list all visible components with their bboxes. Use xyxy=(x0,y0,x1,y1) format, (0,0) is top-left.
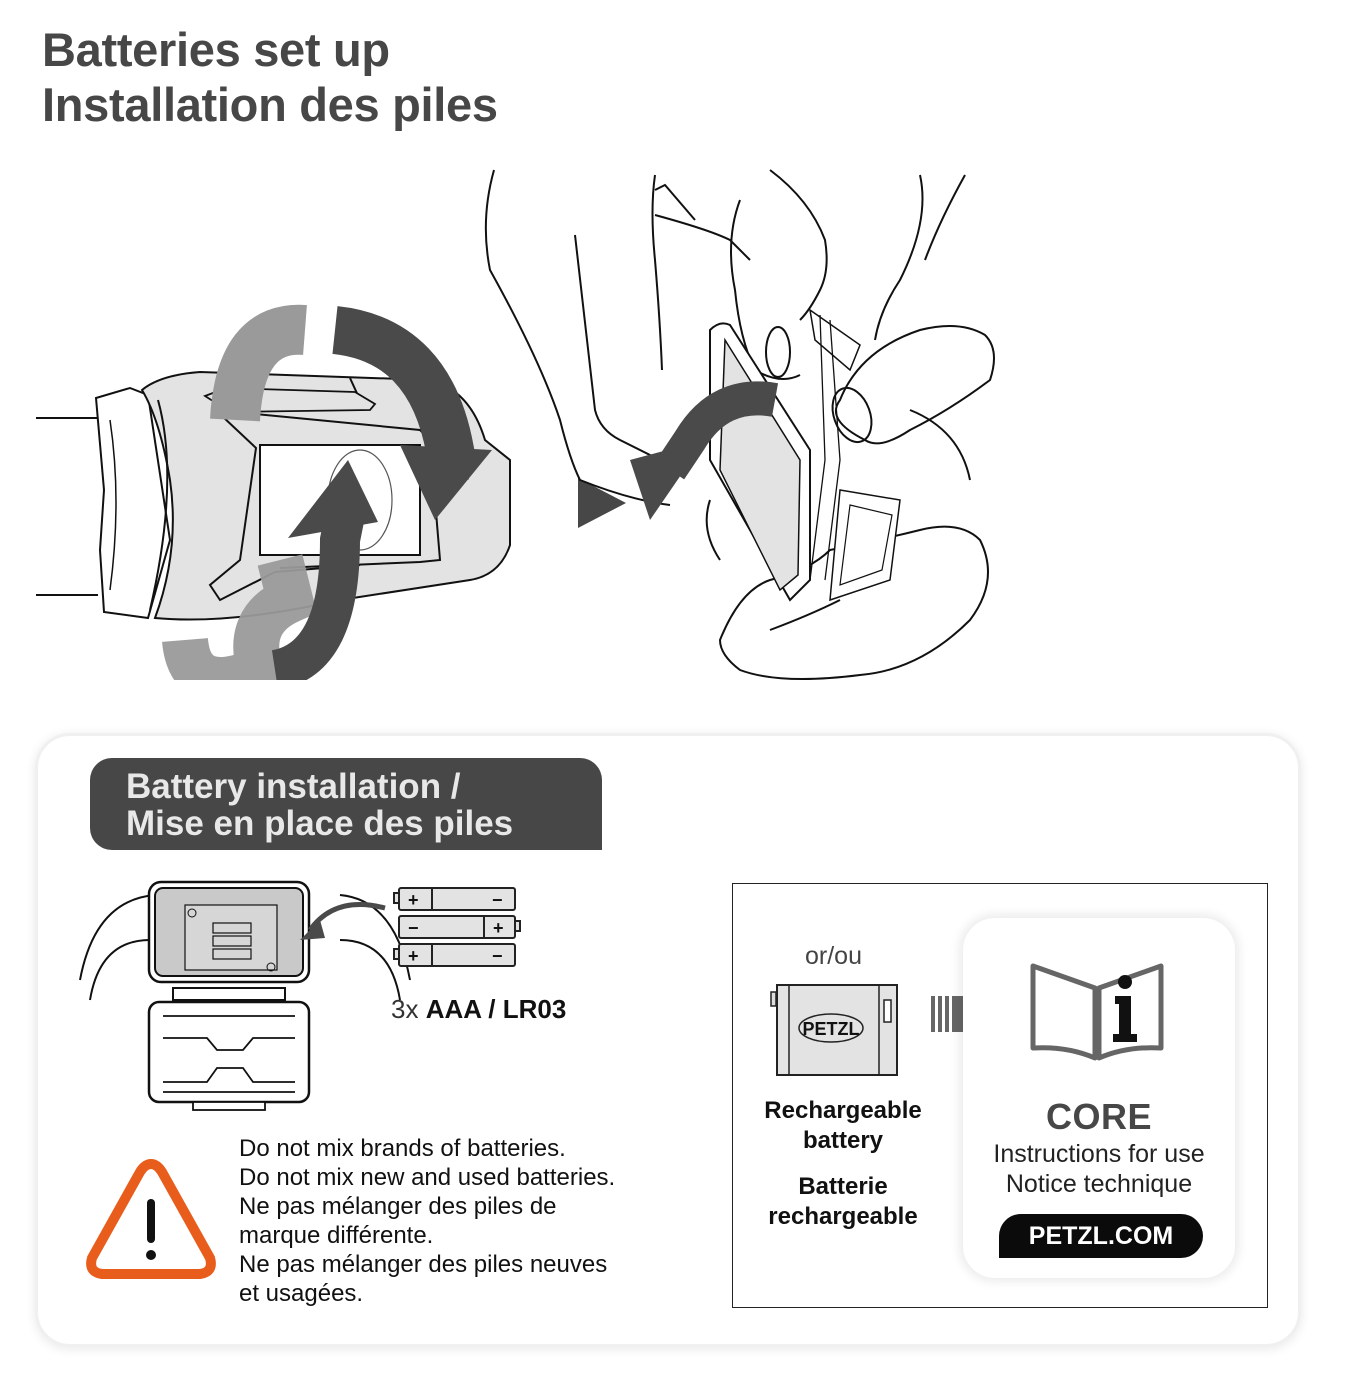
panel-header-en: Battery installation / xyxy=(126,767,461,806)
panel-header: Battery installation / Mise en place des… xyxy=(90,758,602,850)
warning-line: Ne pas mélanger des piles neuves xyxy=(239,1251,608,1278)
svg-text:−: − xyxy=(492,946,503,966)
svg-text:+: + xyxy=(408,890,419,910)
rechargeable-info-box: or/ou PETZL Rechargeable battery Batteri… xyxy=(732,883,1268,1308)
svg-text:PETZL: PETZL xyxy=(803,1019,860,1039)
svg-text:−: − xyxy=(492,890,503,910)
warning-line: Do not mix brands of batteries. xyxy=(239,1135,566,1162)
petzl-website-link[interactable]: PETZL.COM xyxy=(999,1214,1203,1258)
instructions-subtitle: Instructions for use Notice technique xyxy=(993,1140,1205,1198)
or-label: or/ou xyxy=(805,942,862,970)
battery-type: AAA / LR03 xyxy=(425,994,567,1024)
warning-line: marque différente. xyxy=(239,1222,434,1249)
warning-triangle-icon xyxy=(86,1159,216,1279)
instructions-card: CORE Instructions for use Notice techniq… xyxy=(963,918,1235,1278)
battery-count: 3x xyxy=(391,994,419,1024)
title-english: Batteries set up xyxy=(42,23,390,76)
warning-text: Do not mix brands of batteries. Do not m… xyxy=(239,1134,615,1308)
open-compartment-diagram xyxy=(79,880,411,1111)
svg-text:+: + xyxy=(408,946,419,966)
page-title: Batteries set up Installation des piles xyxy=(42,22,498,132)
battery-type-label: 3x AAA / LR03 xyxy=(391,994,566,1025)
aaa-battery-stack: + − − + + − xyxy=(392,886,522,976)
rechargeable-battery-icon: PETZL xyxy=(770,984,898,1076)
warning-line: et usagées. xyxy=(239,1280,364,1307)
title-french: Installation des piles xyxy=(42,78,498,131)
headlamp-rotate-illustration xyxy=(36,304,626,680)
warning-line: Do not mix new and used batteries. xyxy=(239,1164,616,1191)
product-name: CORE xyxy=(1045,1096,1152,1137)
battery-installation-panel: Battery installation / Mise en place des… xyxy=(38,736,1298,1344)
warning-line: Ne pas mélanger des piles de xyxy=(239,1193,557,1220)
rechargeable-battery-label: Rechargeable battery Batterie rechargeab… xyxy=(764,1097,922,1230)
next-step-arrow-icon xyxy=(578,478,626,528)
aaa-batteries-icon: + − − + + − xyxy=(393,887,521,967)
panel-header-fr: Mise en place des piles xyxy=(126,804,514,843)
svg-text:+: + xyxy=(493,918,504,938)
svg-text:−: − xyxy=(408,918,419,938)
info-book-icon xyxy=(1030,963,1164,1061)
remove-compartment-illustration xyxy=(484,169,995,680)
